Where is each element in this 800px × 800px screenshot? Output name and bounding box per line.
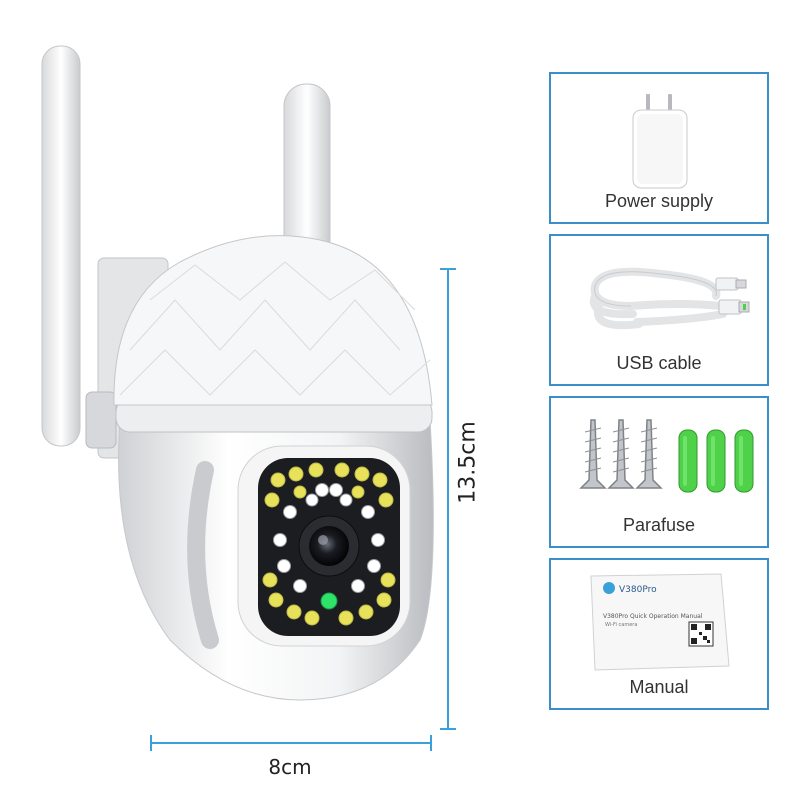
accessory-label: Parafuse <box>622 515 696 535</box>
accessory-power-supply: Power supply <box>549 72 769 224</box>
qr-code-icon <box>688 621 714 647</box>
manual-icon: V380Pro V380Pro Quick Operation Manual W… <box>590 573 730 671</box>
width-label: 8cm <box>268 755 312 779</box>
led-array <box>262 462 396 626</box>
accessory-label: Power supply <box>604 191 714 211</box>
height-dimension-line <box>447 268 449 730</box>
height-dimension-cap-top <box>440 268 456 270</box>
accessory-label: Manual <box>629 677 689 697</box>
left-antenna <box>41 45 81 447</box>
accessory-label: USB cable <box>616 353 702 373</box>
manual-subtitle: Wi-Fi camera <box>605 622 637 628</box>
width-dimension-line <box>150 742 432 744</box>
manual-title: V380Pro Quick Operation Manual <box>603 613 703 620</box>
manual-brand: V380Pro <box>619 585 657 595</box>
screws-and-anchors-icon <box>579 419 754 493</box>
height-label: 13.5cm <box>455 421 481 504</box>
diamond-dome <box>113 235 433 406</box>
accessory-usb-cable: USB cable <box>549 234 769 386</box>
accessory-manual: V380Pro V380Pro Quick Operation Manual W… <box>549 558 769 710</box>
accessory-screws: Parafuse <box>549 396 769 548</box>
width-dimension-cap-right <box>430 735 432 751</box>
width-dimension-cap-left <box>150 735 152 751</box>
power-adapter-icon <box>632 94 688 189</box>
security-camera-image <box>41 45 434 701</box>
height-dimension-cap-bottom <box>440 728 456 730</box>
usb-cable-icon <box>589 267 750 330</box>
